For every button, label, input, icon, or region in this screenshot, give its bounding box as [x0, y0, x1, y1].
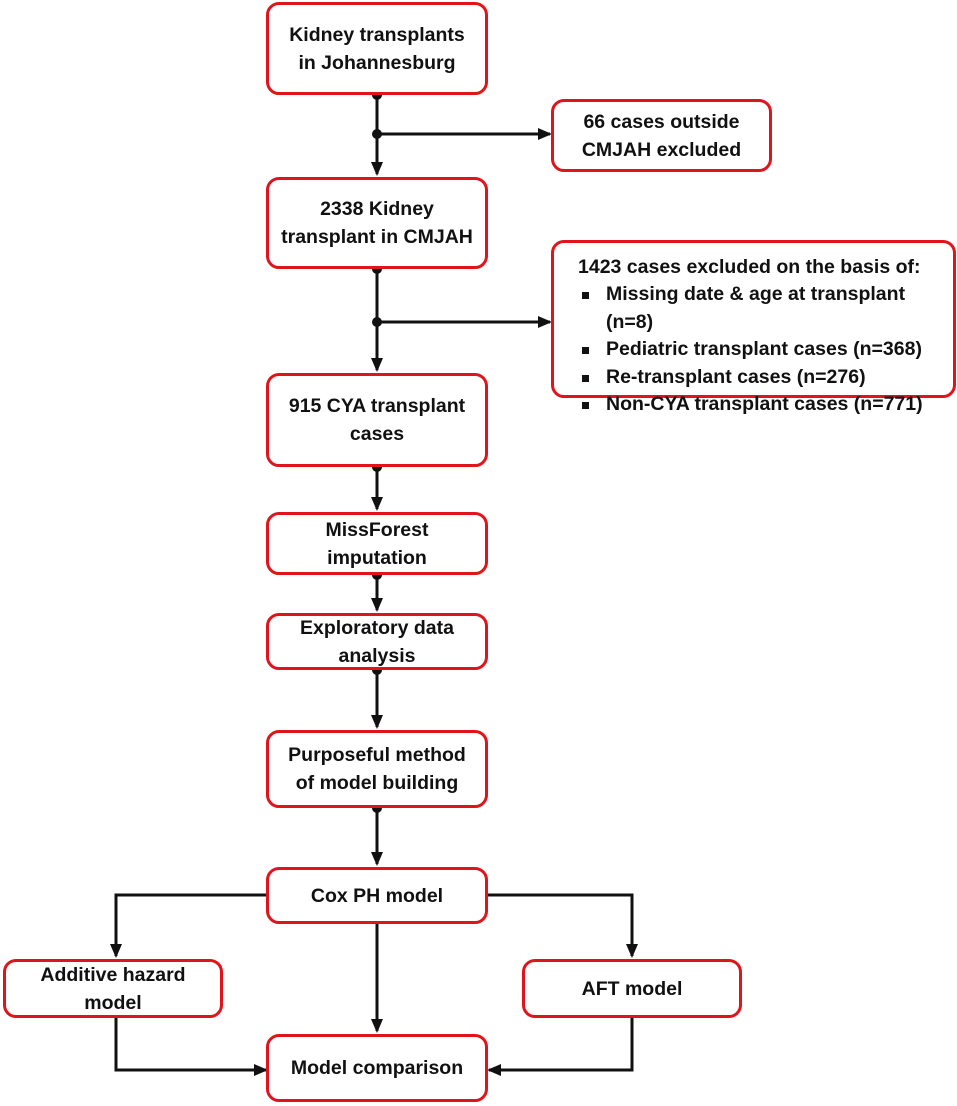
arrow-aft-to-comparison — [487, 1018, 634, 1076]
exclusion-item: Re-transplant cases (n=276) — [578, 364, 953, 392]
node-kidney-transplants: Kidney transplants in Johannesburg — [266, 2, 488, 95]
node-line: CMJAH excluded — [581, 138, 742, 161]
arrow-additive-to-comparison — [114, 1018, 268, 1076]
node-cya-cases: 915 CYA transplant cases — [266, 373, 488, 467]
node-additive-hazard: Additive hazard model — [3, 959, 223, 1018]
node-line: Additive hazard — [40, 963, 186, 986]
node-line: Kidney transplants — [289, 23, 465, 46]
node-purposeful: Purposeful method of model building — [266, 730, 488, 808]
node-missforest: MissForest imputation — [266, 512, 488, 575]
node-eda: Exploratory data analysis — [266, 613, 488, 670]
node-line: Cox PH model — [310, 884, 444, 907]
node-line: model — [84, 991, 142, 1014]
node-line: imputation — [327, 546, 427, 569]
node-outside-excluded: 66 cases outside CMJAH excluded — [551, 99, 772, 172]
node-line: Model comparison — [290, 1057, 464, 1079]
junction-dot — [372, 129, 382, 139]
node-line: cases — [349, 423, 405, 445]
node-aft: AFT model — [522, 959, 742, 1018]
arrow-cox-to-aft — [487, 893, 638, 958]
node-cmjah-transplants: 2338 Kidney transplant in CMJAH — [266, 177, 488, 269]
node-model-comparison: Model comparison — [266, 1034, 488, 1102]
exclusion-item: Pediatric transplant cases (n=368) — [578, 336, 953, 364]
node-line: 2338 Kidney — [320, 198, 434, 220]
exclusion-item: Non-CYA transplant cases (n=771) — [578, 391, 953, 419]
node-line: 66 cases outside — [583, 110, 740, 133]
node-line: MissForest — [325, 518, 429, 541]
node-line: of model building — [295, 772, 459, 794]
node-line: transplant in CMJAH — [281, 226, 473, 248]
node-line: in Johannesburg — [298, 51, 456, 74]
junction-dot — [372, 317, 382, 327]
node-line: analysis — [338, 644, 416, 667]
exclusion-heading: 1423 cases excluded on the basis of: — [578, 256, 921, 278]
exclusion-item: Missing date & age at transplant (n=8) — [578, 281, 953, 336]
node-line: AFT model — [581, 977, 683, 1000]
node-line: Exploratory data — [300, 616, 454, 639]
node-line: 915 CYA transplant — [288, 395, 466, 417]
arrow-cox-to-additive — [110, 893, 267, 958]
node-line: Purposeful method — [288, 744, 466, 766]
node-exclusion-criteria: 1423 cases excluded on the basis of: Mis… — [551, 240, 956, 415]
exclusion-list: Missing date & age at transplant (n=8) P… — [578, 281, 953, 419]
node-cox-ph: Cox PH model — [266, 867, 488, 924]
